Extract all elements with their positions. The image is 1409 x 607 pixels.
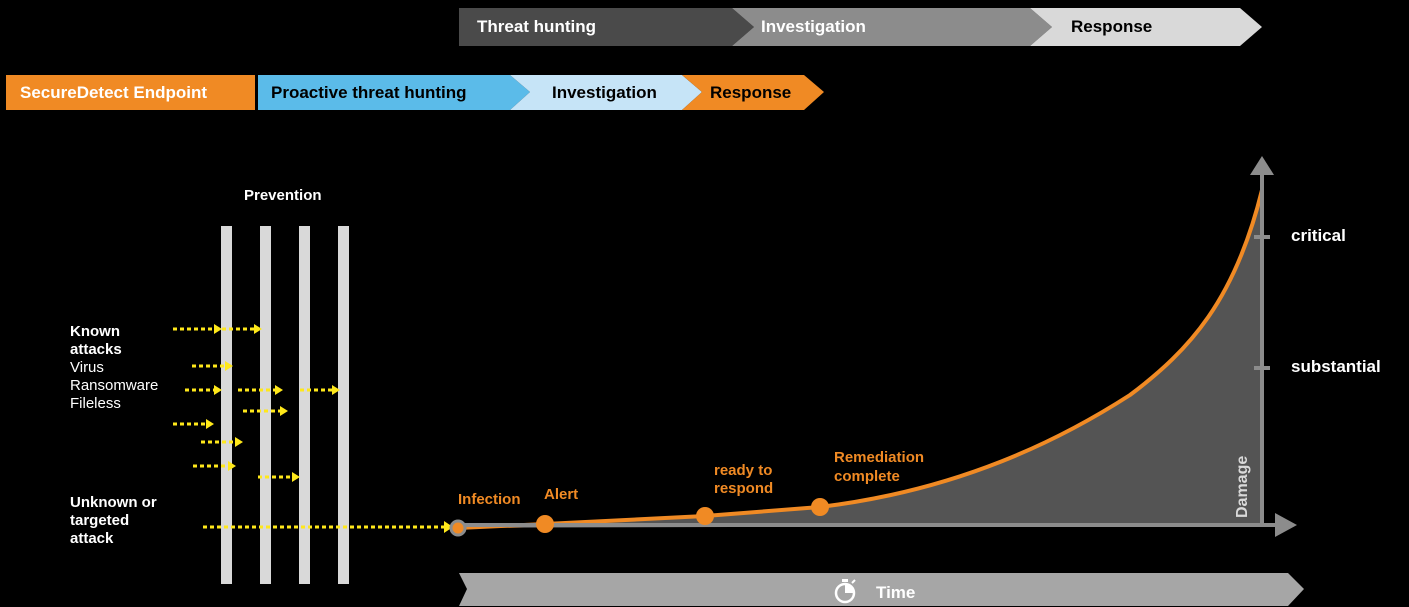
prevention-barrier <box>260 226 271 584</box>
unknown-attack-line2: targeted <box>70 512 130 529</box>
event-ready-point <box>696 507 714 525</box>
time-banner <box>459 573 1304 606</box>
product-phase-investigation-label: Investigation <box>552 83 657 102</box>
known-attacks-block: Known attacks Virus Ransomware Fileless <box>70 323 158 413</box>
prevention-barrier <box>299 226 310 584</box>
unknown-attack-block: Unknown or targeted attack <box>70 494 180 548</box>
prevention-barrier <box>338 226 349 584</box>
x-axis-label: Time <box>876 583 916 602</box>
event-infection-label: Infection <box>458 491 521 508</box>
event-alert-label: Alert <box>544 486 579 503</box>
known-attack-item: Virus <box>70 359 104 376</box>
event-remediation-point <box>811 498 829 516</box>
product-phase-securedetect <box>6 75 255 110</box>
stopwatch-icon <box>834 579 856 604</box>
unknown-attack-line3: attack <box>70 530 114 547</box>
known-attacks-heading-line1: Known <box>70 323 120 340</box>
x-axis-arrowhead <box>1275 513 1297 537</box>
event-ready-label-line1: ready to <box>714 462 773 479</box>
event-ready-label: ready to respond <box>714 462 773 498</box>
damage-level-critical: critical <box>1291 226 1346 245</box>
prevention-barrier <box>221 226 232 584</box>
y-axis-label: Damage <box>1234 456 1251 518</box>
event-infection-point <box>449 519 467 537</box>
top-phase-investigation <box>732 8 1052 46</box>
attack-arrows <box>173 324 453 533</box>
product-phase-response-label: Response <box>710 83 792 102</box>
y-axis-arrowhead <box>1250 156 1274 175</box>
known-attack-item: Fileless <box>70 395 121 412</box>
prevention-barriers <box>221 226 349 584</box>
known-attacks-heading-line2: attacks <box>70 341 122 358</box>
top-phase-threat-hunting-label: Threat hunting <box>477 17 596 36</box>
top-phase-threat-hunting <box>459 8 754 46</box>
event-remediation-label-line2: complete <box>834 468 900 485</box>
damage-curve <box>457 189 1264 530</box>
product-phase-investigation <box>510 75 702 110</box>
event-alert-point <box>536 515 554 533</box>
product-phase-response <box>682 75 824 110</box>
product-phase-bar <box>6 75 824 110</box>
damage-area <box>458 190 1262 528</box>
top-phase-investigation-label: Investigation <box>761 17 866 36</box>
damage-level-substantial: substantial <box>1291 357 1381 376</box>
event-remediation-label: Remediation complete <box>834 448 924 486</box>
top-phase-response <box>1030 8 1262 46</box>
prevention-title: Prevention <box>244 187 322 204</box>
product-phase-proactive <box>258 75 530 110</box>
event-ready-label-line2: respond <box>714 480 774 497</box>
unknown-attack-line1: Unknown or <box>70 494 157 511</box>
top-phase-bar <box>459 8 1262 46</box>
event-remediation-label-line1: Remediation <box>834 449 925 466</box>
top-phase-response-label: Response <box>1071 17 1153 36</box>
product-phase-proactive-label: Proactive threat hunting <box>271 83 467 102</box>
known-attack-item: Ransomware <box>70 377 159 394</box>
product-phase-securedetect-label: SecureDetect Endpoint <box>20 83 208 102</box>
